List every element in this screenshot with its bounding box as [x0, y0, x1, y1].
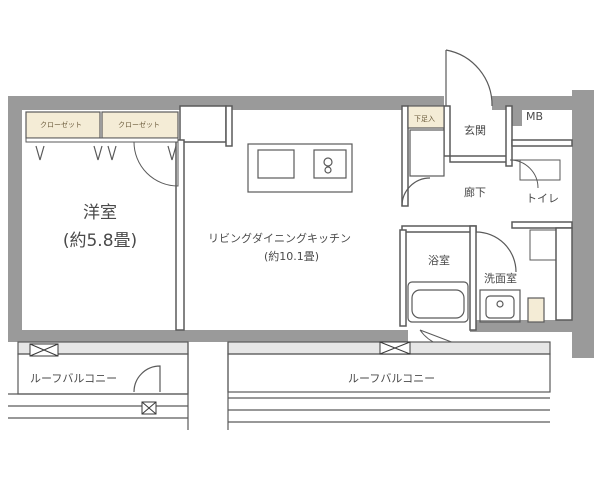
balcony-left-label: ルーフバルコニー	[30, 372, 118, 385]
door-western-room	[133, 141, 179, 187]
ldk-area: (約10.1畳)	[264, 250, 320, 263]
outer-walls	[8, 90, 594, 358]
washroom-label: 洗面室	[484, 272, 517, 285]
bath-label: 浴室	[428, 254, 450, 267]
mb-label: MB	[526, 110, 544, 123]
kitchen-counter	[247, 143, 353, 193]
washroom-sink	[475, 231, 545, 323]
shoe-storage-label: 下足入	[414, 115, 435, 123]
entrance-label: 玄関	[464, 124, 486, 137]
hallway-doors	[509, 159, 561, 261]
closet-label-2: クローゼット	[118, 121, 160, 129]
balconies	[8, 341, 551, 430]
western-room-name: 洋室	[83, 203, 117, 223]
balcony-right-label: ルーフバルコニー	[348, 372, 436, 385]
interior-walls	[175, 105, 573, 331]
ldk-name: リビングダイニングキッチン	[208, 232, 351, 245]
closet-label-1: クローゼット	[40, 121, 82, 129]
toilet-label: トイレ	[526, 192, 559, 205]
entrance-area	[401, 49, 493, 207]
bathroom	[407, 281, 469, 323]
hallway-label: 廊下	[464, 186, 486, 199]
closets	[25, 111, 179, 161]
vent-boxes	[29, 341, 411, 415]
western-room-area: (約5.8畳)	[62, 231, 138, 251]
